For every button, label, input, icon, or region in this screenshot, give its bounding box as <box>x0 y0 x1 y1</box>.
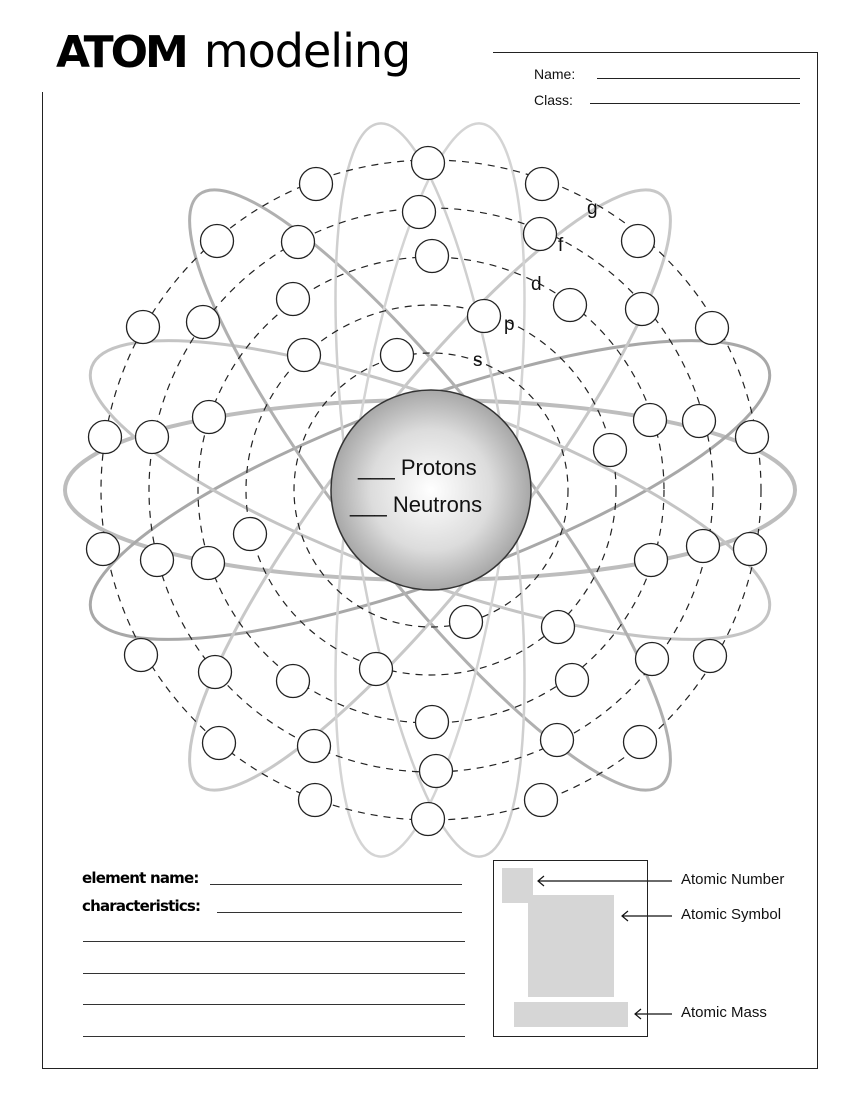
orbital-label-s: s <box>473 350 483 371</box>
orbital-label-f: f <box>558 235 564 256</box>
electron-slot[interactable] <box>410 801 446 837</box>
electron-slot[interactable] <box>694 310 730 346</box>
neutrons-label: ___ Neutrons <box>349 492 482 517</box>
arrow-head-icon <box>634 1008 642 1020</box>
electron-slot[interactable] <box>123 637 159 673</box>
electron-slot[interactable] <box>85 531 121 567</box>
electron-slot[interactable] <box>634 641 670 677</box>
frame-left-border <box>42 92 43 1068</box>
arrow-head-icon <box>621 910 629 922</box>
class-field[interactable] <box>590 103 800 104</box>
atomic-mass-label: Atomic Mass <box>681 1004 767 1021</box>
characteristics-line[interactable] <box>83 973 465 974</box>
electron-slot[interactable] <box>191 399 227 435</box>
orbital-labels: s p d f g <box>473 198 598 371</box>
electron-slot[interactable] <box>379 337 415 373</box>
protons-label: ___ Protons <box>357 455 477 480</box>
characteristics-line[interactable] <box>83 941 465 942</box>
electron-slot[interactable] <box>286 337 322 373</box>
electron-slot[interactable] <box>275 663 311 699</box>
shell-ring <box>293 352 569 628</box>
electron-slot[interactable] <box>275 281 311 317</box>
frame-top-border <box>493 52 818 53</box>
electron-slot[interactable] <box>732 531 768 567</box>
characteristics-field[interactable] <box>217 912 462 913</box>
electron-slot[interactable] <box>190 545 226 581</box>
electron-slot[interactable] <box>681 403 717 439</box>
electron-slot[interactable] <box>232 516 268 552</box>
electron-slot[interactable] <box>296 728 332 764</box>
frame-bottom-border <box>42 1068 818 1069</box>
electron-slot[interactable] <box>734 419 770 455</box>
shell-ring <box>100 159 762 821</box>
electron-slot[interactable] <box>620 223 656 259</box>
electron-slot[interactable] <box>414 238 450 274</box>
electron-slot[interactable] <box>134 419 170 455</box>
nucleus <box>330 389 532 591</box>
title-bold: ATOM <box>56 27 189 78</box>
element-key-box <box>493 860 648 1037</box>
atomic-mass-box[interactable] <box>514 1002 628 1027</box>
name-label: Name: <box>534 66 576 82</box>
electron-slot[interactable] <box>87 419 123 455</box>
electron-slot[interactable] <box>523 782 559 818</box>
electron-slot[interactable] <box>410 145 446 181</box>
electron-slot[interactable] <box>414 704 450 740</box>
frame-right-border <box>817 52 818 1068</box>
orbital-label-p: p <box>504 314 515 335</box>
electron-slot[interactable] <box>539 722 575 758</box>
electron-slot[interactable] <box>466 298 502 334</box>
electron-slot[interactable] <box>298 166 334 202</box>
electron-slot[interactable] <box>418 753 454 789</box>
electron-slot[interactable] <box>280 224 316 260</box>
characteristics-line[interactable] <box>83 1004 465 1005</box>
electron-slot[interactable] <box>297 782 333 818</box>
electron-slots <box>85 145 770 837</box>
title-light: modeling <box>203 24 411 78</box>
atomic-symbol-label: Atomic Symbol <box>681 906 782 923</box>
electron-slot[interactable] <box>552 287 588 323</box>
electron-slot[interactable] <box>197 654 233 690</box>
electron-slot[interactable] <box>622 724 658 760</box>
electron-slot[interactable] <box>624 291 660 327</box>
electron-slot[interactable] <box>522 216 558 252</box>
electron-slot[interactable] <box>554 662 590 698</box>
electron-slot[interactable] <box>685 528 721 564</box>
electron-slot[interactable] <box>185 304 221 340</box>
characteristics-line[interactable] <box>83 1036 465 1037</box>
orbital-label-d: d <box>531 274 542 295</box>
electron-slot[interactable] <box>592 432 628 468</box>
element-name-field[interactable] <box>210 884 462 885</box>
atomic-number-label: Atomic Number <box>681 871 785 888</box>
name-field[interactable] <box>597 78 800 79</box>
characteristics-label: characteristics: <box>82 897 201 915</box>
electron-slot[interactable] <box>633 542 669 578</box>
electron-slot[interactable] <box>201 725 237 761</box>
electron-slot[interactable] <box>199 223 235 259</box>
electron-slot[interactable] <box>448 604 484 640</box>
atomic-symbol-box[interactable] <box>528 895 614 997</box>
orbital-label-g: g <box>587 198 598 219</box>
element-name-label: element name: <box>82 869 199 887</box>
electron-slot[interactable] <box>125 309 161 345</box>
electron-slot[interactable] <box>692 638 728 674</box>
shell-ring <box>245 304 617 676</box>
page-title: ATOM modeling <box>56 27 411 78</box>
electron-slot[interactable] <box>139 542 175 578</box>
electron-slot[interactable] <box>401 194 437 230</box>
arrow-head-icon <box>537 875 545 887</box>
electron-slot[interactable] <box>524 166 560 202</box>
electron-slot[interactable] <box>358 651 394 687</box>
electron-slot[interactable] <box>540 609 576 645</box>
class-label: Class: <box>534 92 573 108</box>
electron-slot[interactable] <box>632 402 668 438</box>
atomic-number-box[interactable] <box>502 868 533 903</box>
